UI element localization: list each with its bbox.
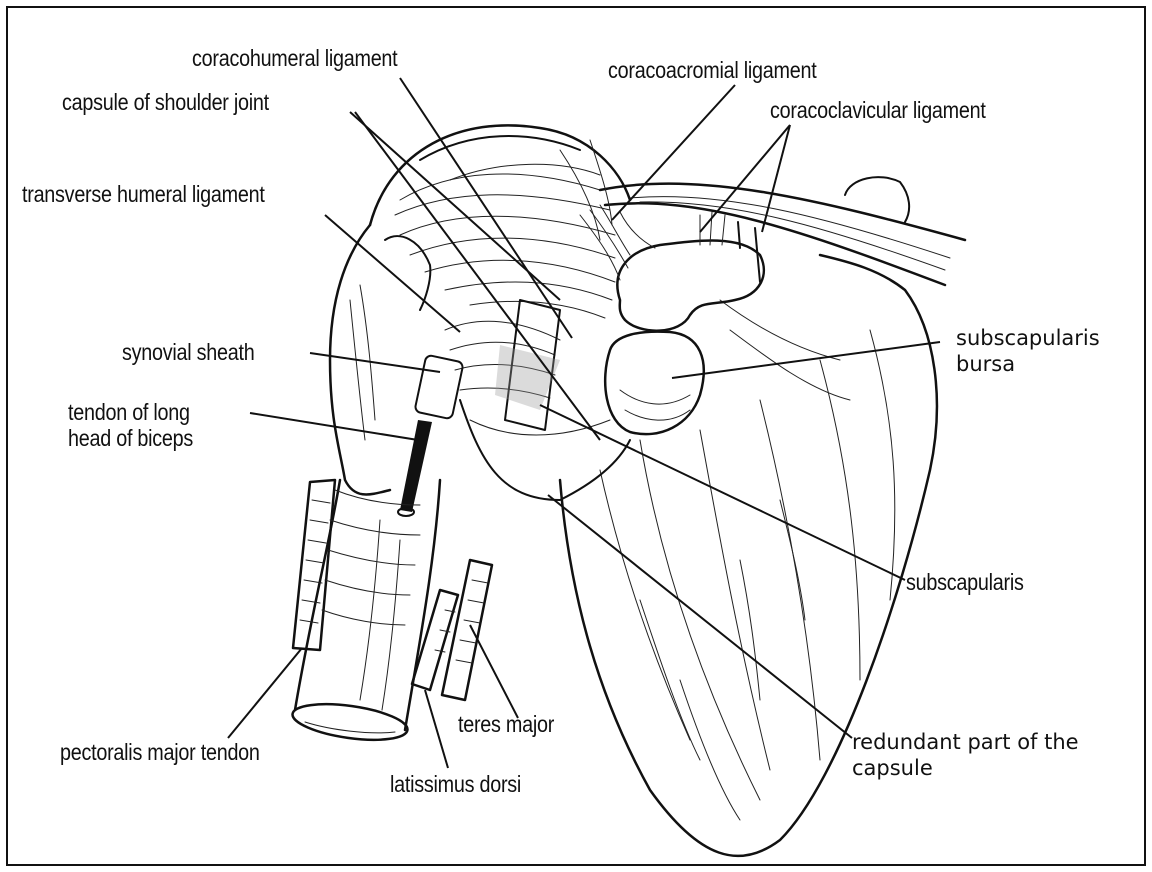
label-coracoacromial-ligament: coracoacromial ligament (608, 58, 816, 83)
label-coracoclavicular-ligament: coracoclavicular ligament (770, 98, 986, 123)
label-redundant-capsule-line1: redundant part of the (852, 730, 1079, 755)
teres-major-shape (442, 560, 492, 700)
label-teres-major: teres major (458, 712, 554, 737)
label-pectoralis-major-tendon: pectoralis major tendon (60, 740, 260, 765)
label-capsule-of-shoulder-joint: capsule of shoulder joint (62, 90, 269, 115)
label-tendon-long-head-line1: tendon of long (68, 400, 190, 425)
label-synovial-sheath: synovial sheath (122, 340, 254, 365)
label-coracohumeral-ligament: coracohumeral ligament (192, 46, 397, 71)
humeral-shaft (290, 480, 440, 746)
label-subscapularis-bursa-line1: subscapularis (956, 326, 1100, 351)
label-redundant-capsule-line2: capsule (852, 756, 933, 781)
label-transverse-humeral-ligament: transverse humeral ligament (22, 182, 265, 207)
clavicle (600, 177, 965, 285)
label-tendon-long-head-line2: head of biceps (68, 426, 193, 451)
label-latissimus-dorsi: latissimus dorsi (390, 772, 521, 797)
label-subscapularis: subscapularis (906, 570, 1024, 595)
subscapularis-bursa-shape (605, 332, 704, 435)
label-subscapularis-bursa-line2: bursa (956, 352, 1015, 377)
biceps-tendon-sheath (398, 300, 560, 516)
